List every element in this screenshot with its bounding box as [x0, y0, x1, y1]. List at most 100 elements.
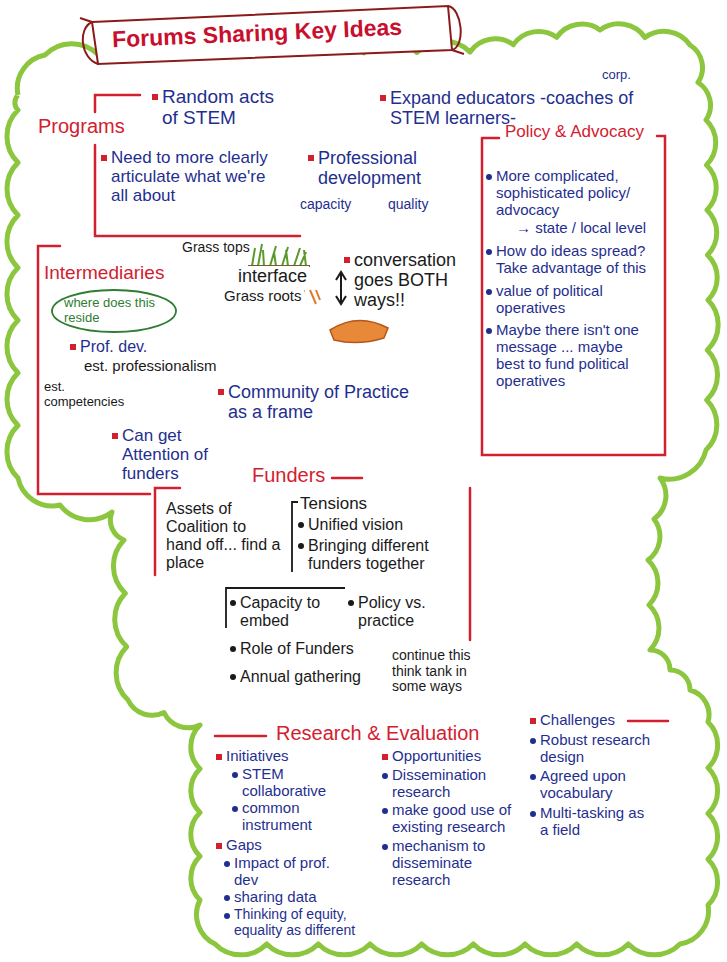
section-heading: Funders [252, 464, 352, 486]
bullet-mark [530, 718, 536, 724]
bullet-mark [232, 806, 238, 812]
note-text: Robust research design [540, 732, 655, 766]
bullet-mark [218, 389, 224, 395]
bullet-mark [382, 754, 388, 760]
note-text: Need to more clearly articulate what we'… [111, 148, 281, 205]
banner-title: Forums Sharing Key Ideas [112, 14, 403, 54]
bullet-mark [486, 174, 492, 180]
bullet-mark [224, 861, 230, 867]
bullet-mark [530, 774, 536, 780]
note-text: Community of Practice as a frame [228, 382, 428, 422]
note-text: Tensions [300, 494, 400, 513]
bullet-mark [486, 328, 492, 334]
note-text: Unified vision [308, 516, 458, 534]
two-way-arrow [336, 272, 346, 304]
bullet-mark [530, 811, 536, 817]
section-group: Intermediaries Grass tops interfaceGrass r… [36, 238, 478, 488]
note-text: Impact of prof. dev [234, 855, 344, 889]
note-text: Policy vs. practice [358, 594, 458, 630]
note-text: STEM collaborative [242, 766, 352, 800]
note-text: Multi-tasking as a field [540, 805, 655, 839]
note-text: sharing data [234, 889, 344, 906]
pie-illustration [330, 320, 388, 342]
bullet-mark [308, 155, 314, 161]
bullet-mark [382, 844, 388, 850]
bullet-mark [230, 600, 236, 606]
bullet-mark [348, 600, 354, 606]
bullet-mark [216, 843, 222, 849]
bullet-mark [112, 433, 118, 439]
policy-bracket [482, 136, 665, 455]
note-text: continue this think tank in some ways [392, 648, 492, 695]
note-text: common instrument [242, 800, 352, 834]
note-text: Annual gathering [240, 668, 380, 686]
note-text: Prof. dev. [80, 338, 180, 356]
note-text: Capacity to embed [240, 594, 335, 630]
section-heading: Programs [38, 115, 148, 137]
note-text: capacity [300, 197, 375, 213]
bullet-mark [224, 895, 230, 901]
funders-bracket [155, 478, 470, 640]
bullet-mark [344, 257, 350, 263]
bullet-mark [152, 94, 158, 100]
note-text: More complicated, sophisticated policy/ … [496, 168, 654, 218]
banner-body [92, 6, 452, 64]
bullet-mark [382, 773, 388, 779]
bullet-mark [216, 754, 222, 760]
bullet-mark [486, 289, 492, 295]
note-text: conversation goes BOTH ways!! [354, 250, 474, 310]
section-heading: Research & Evaluation [276, 722, 506, 744]
bullet-mark [298, 522, 304, 528]
section-heading: Intermediaries [44, 262, 194, 283]
banner-curl [80, 6, 464, 64]
note-text: Assets of Coalition to hand off... find … [166, 500, 284, 572]
note-text: Can get Attention of funders [122, 426, 252, 483]
note-text: Bringing different funders together [308, 537, 463, 573]
note-text: mechanism to disseminate research [392, 838, 524, 888]
note-text: Random acts of STEM [162, 86, 292, 129]
note-text: quality [388, 197, 453, 213]
note-text: Grass roots [222, 288, 304, 305]
note-text: Agreed upon vocabulary [540, 768, 655, 802]
note-text: est. competencies [44, 380, 134, 409]
bullet-mark [224, 913, 230, 919]
note-text: Gaps [226, 837, 336, 854]
bullet-mark [230, 646, 236, 652]
bullet-mark [232, 772, 238, 778]
note-text: corp. [602, 68, 642, 83]
grass-blades [252, 244, 306, 266]
note-text: Role of Funders [240, 640, 380, 658]
note-text: Grass tops [180, 240, 252, 256]
note-text: Challenges [540, 712, 630, 729]
note-text: interface [236, 266, 309, 286]
note-text: Initiatives [226, 748, 366, 765]
note-text: est. professionalism [84, 358, 254, 375]
bullet-mark [298, 543, 304, 549]
note-text: → state / local level [516, 220, 656, 237]
note-text: Professional development [318, 148, 453, 188]
note-text: Maybe there isn't one message ... maybe … [496, 322, 654, 389]
section-group: FundersAssets of Coalition to hand off..… [148, 460, 496, 700]
section-heading: where does this reside [64, 296, 164, 325]
section-heading: Policy & Advocacy [505, 122, 670, 141]
note-text: How do ideas spread? Take advantage of t… [496, 243, 654, 277]
bullet-mark [530, 738, 536, 744]
bullet-mark [380, 95, 386, 101]
note-text: Thinking of equity, equality as differen… [234, 907, 384, 938]
bullet-mark [382, 808, 388, 814]
section-group: Policy & AdvocacyMore complicated, sophi… [478, 114, 674, 394]
cloud-outline [7, 24, 718, 955]
note-text: Dissemination research [392, 767, 524, 801]
bullet-mark [486, 249, 492, 255]
thought-cloud: where does this reside [52, 290, 176, 332]
cloud-outline [52, 290, 176, 332]
bullet-mark [101, 155, 107, 161]
note-text: Opportunities [392, 748, 522, 765]
section-group: Research & EvaluationInitiativesSTEM col… [205, 708, 659, 943]
banner [80, 6, 464, 64]
tensions-bracket [292, 502, 298, 572]
note-text: value of political operatives [496, 283, 654, 317]
bullet-mark [70, 344, 76, 350]
section-brackets [38, 95, 668, 736]
